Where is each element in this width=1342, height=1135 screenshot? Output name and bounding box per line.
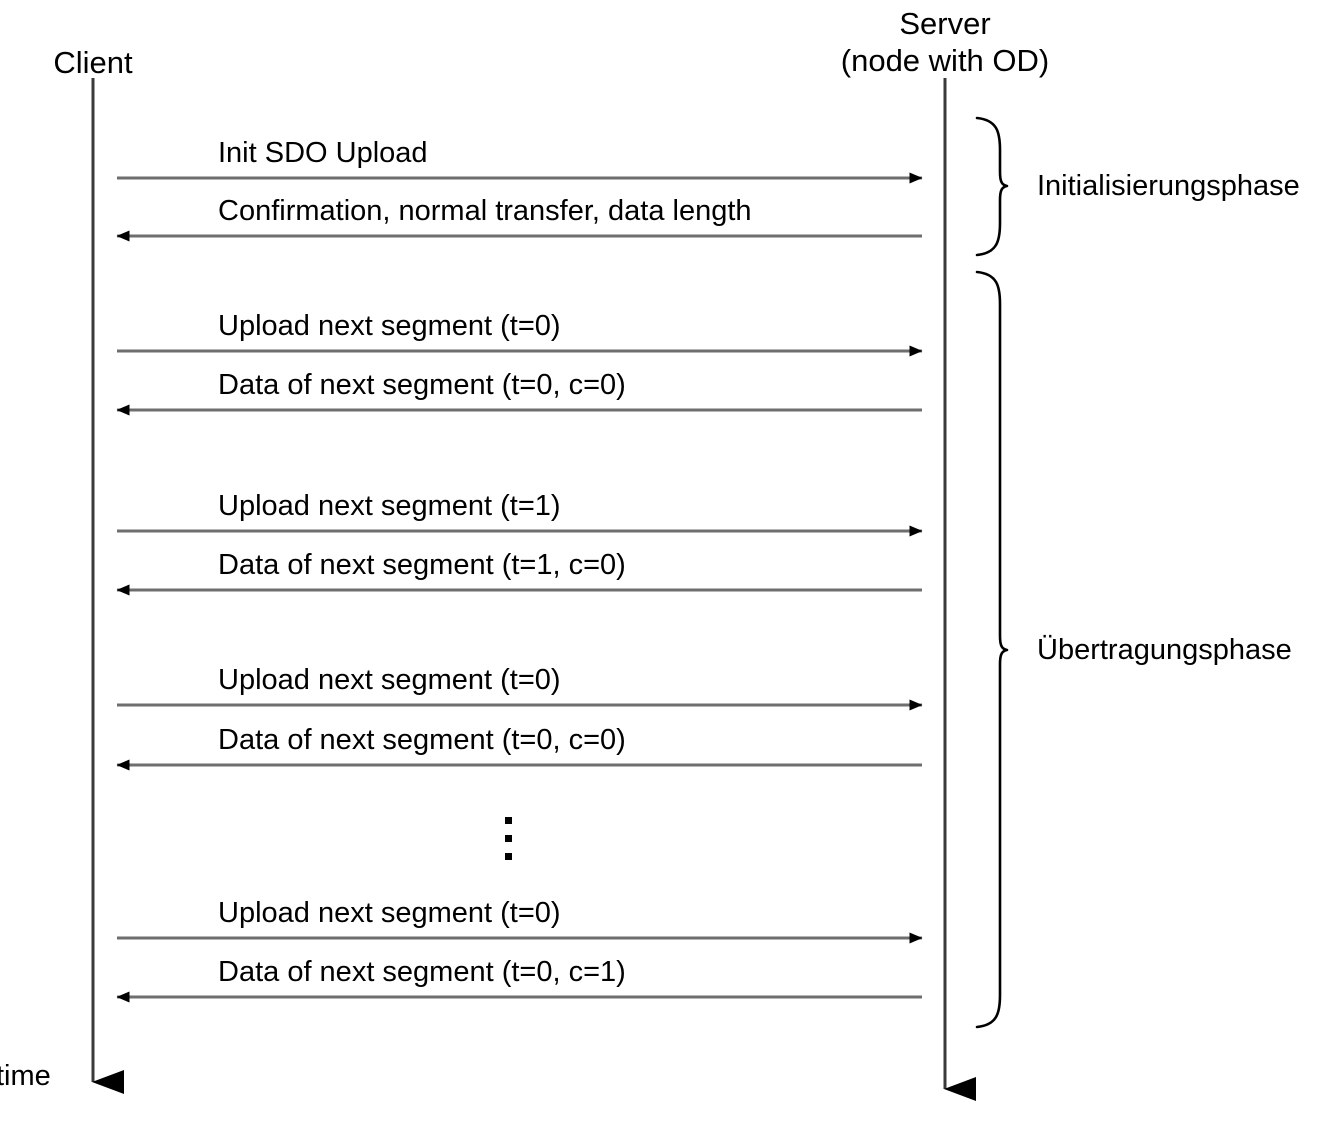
phase-brace-transfer — [975, 270, 1009, 1029]
message-label-m3: Upload next segment (t=0) — [218, 310, 561, 342]
message-label-m6: Data of next segment (t=1, c=0) — [218, 549, 626, 581]
message-label-m5: Upload next segment (t=1) — [218, 490, 561, 522]
time-axis-label: time — [0, 1060, 51, 1092]
actor-label-client: Client — [13, 47, 173, 78]
message-label-m8: Data of next segment (t=0, c=0) — [218, 724, 626, 756]
actor-label-server-line2: (node with OD) — [840, 43, 1050, 78]
message-label-m10: Data of next segment (t=0, c=1) — [218, 956, 626, 988]
message-label-m1: Init SDO Upload — [218, 137, 428, 169]
actor-label-server: Server (node with OD) — [795, 8, 1095, 76]
actor-label-client-text: Client — [53, 45, 133, 80]
phase-brace-init — [975, 116, 1009, 257]
vertical-ellipsis-icon — [505, 817, 512, 871]
phase-label-transfer: Übertragungsphase — [1037, 634, 1292, 666]
message-label-m7: Upload next segment (t=0) — [218, 664, 561, 696]
actor-label-server-line1: Server — [899, 6, 991, 41]
message-label-m9: Upload next segment (t=0) — [218, 897, 561, 929]
message-label-m4: Data of next segment (t=0, c=0) — [218, 369, 626, 401]
message-label-m2: Confirmation, normal transfer, data leng… — [218, 195, 752, 227]
phase-label-init: Initialisierungsphase — [1037, 170, 1300, 202]
